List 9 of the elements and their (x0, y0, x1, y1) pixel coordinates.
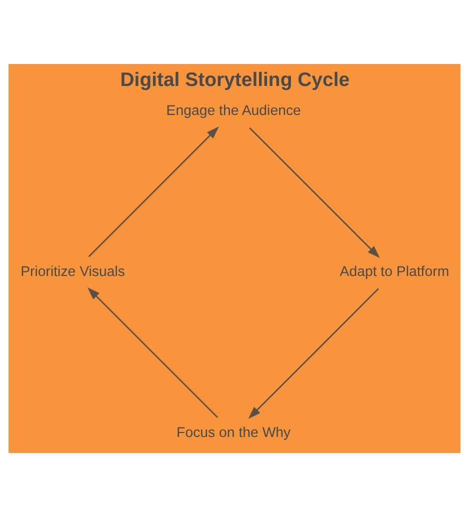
arrow (88, 126, 219, 258)
node-text: Prioritize Visuals (20, 264, 125, 280)
node-text: Engage the Audience (166, 103, 301, 120)
arrow (248, 288, 379, 419)
diagram-title: Digital Storytelling Cycle (120, 68, 350, 91)
node-text: Focus on the Why (176, 424, 291, 441)
node-text: Adapt to Platform (340, 264, 450, 280)
arrow (249, 127, 380, 258)
arrow (87, 287, 218, 418)
